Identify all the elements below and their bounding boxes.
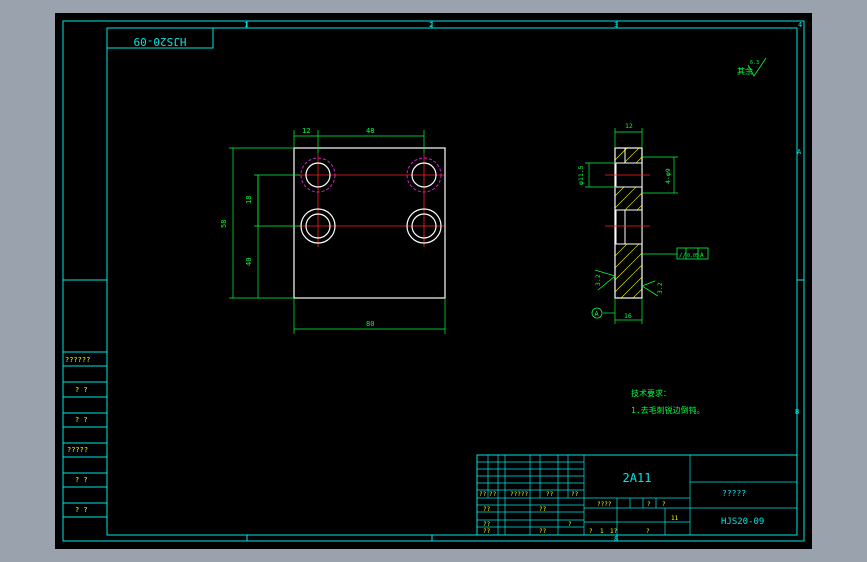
tb-r2-c3: ?? xyxy=(483,521,491,528)
stamp-4: ????? xyxy=(67,446,88,454)
drawing-sheet xyxy=(55,13,812,549)
dim-left-outer: 58 xyxy=(220,220,228,228)
dim-top-left: 12 xyxy=(302,127,310,135)
side-through-hole xyxy=(615,209,643,245)
side-dim-bottom: 16 xyxy=(624,312,632,320)
hole-top-right xyxy=(411,162,437,188)
counterbore-bottom-left xyxy=(300,208,336,244)
hole-bottom-right xyxy=(411,213,437,239)
title-block-frame xyxy=(476,454,798,536)
tb-r1-c4: ?? xyxy=(546,491,554,498)
corner-roughness-value: 6.3 xyxy=(750,60,759,66)
dim-top-span: 48 xyxy=(366,127,374,135)
zone-ticks xyxy=(63,21,804,541)
zone-mark-top-3: 3 xyxy=(614,21,618,29)
front-view: 12 48 58 40 18 80 xyxy=(220,127,446,334)
counterbore-bottom-right xyxy=(406,208,442,244)
stamp-2: ? ? xyxy=(75,386,88,394)
hole-bottom-left xyxy=(305,213,331,239)
tb-r1-c3: ????? xyxy=(510,491,528,498)
technical-notes: 技术要求： 1.去毛刺锐边倒钝。 xyxy=(631,388,705,415)
corner-roughness-label: 其余 xyxy=(737,66,753,76)
side-dim-counterbore: φ11.5 xyxy=(577,165,585,185)
tb-r3-c2: ?? xyxy=(539,528,547,535)
datum-label: A xyxy=(595,310,600,318)
zone-mark-top-2: 2 xyxy=(429,21,433,29)
thread-circle-top-right xyxy=(406,157,442,193)
notes-title: 技术要求： xyxy=(631,388,671,398)
side-rough-right: 3.2 xyxy=(656,282,664,294)
corner-roughness-symbol xyxy=(747,57,767,77)
side-rough-left: 3.2 xyxy=(594,274,602,286)
zone-mark-top-4: 4 xyxy=(798,21,802,29)
inner-border xyxy=(106,27,798,536)
tb-r1-c1: ?? xyxy=(479,491,487,498)
front-dimension-lines xyxy=(229,130,446,334)
tb-r2-c2: ?? xyxy=(539,506,547,513)
material-label: 2A11 xyxy=(623,471,652,485)
title-block-grid xyxy=(477,455,797,535)
zone-mark-right-b: B xyxy=(795,408,799,416)
notes-line1: 1.去毛刺锐边倒钝。 xyxy=(631,405,705,415)
side-dimension-lines xyxy=(585,128,678,324)
thread-circle-top-left xyxy=(300,157,336,193)
dim-left-mid: 40 xyxy=(245,258,253,266)
centerlines xyxy=(297,153,444,247)
part-name: ????? xyxy=(722,489,746,498)
hole-top-left xyxy=(305,162,331,188)
tol-value: 0.05 xyxy=(687,253,699,259)
tb-r1-c2: ?? xyxy=(489,491,497,498)
plate-outline xyxy=(293,147,446,299)
tb-r2-c4: ? xyxy=(568,521,572,528)
datum-circle xyxy=(591,307,603,319)
stamp-3: ? ? xyxy=(75,416,88,424)
tb-r1-c5: ?? xyxy=(571,491,579,498)
zone-mark-right-a: A xyxy=(797,148,802,156)
corner-roughness: 其余 6.3 xyxy=(737,57,767,77)
zone-mark-top-1: 1 xyxy=(244,21,248,29)
roughness-symbols xyxy=(594,269,659,297)
zone-mark-bottom: 8 xyxy=(614,535,618,543)
drawing-number: HJS20-09 xyxy=(721,517,764,527)
side-view: 12 φ11.5 4-φ9 16 3.2 3.2 A // 0.05 A xyxy=(577,122,709,324)
side-dim-hole: 4-φ9 xyxy=(664,168,672,184)
tb-r3-c5: 1? xyxy=(610,528,618,535)
tol-symbol: // xyxy=(679,252,687,259)
tolerance-frame xyxy=(676,247,709,260)
tb-r3-c4: 1 xyxy=(600,528,604,535)
side-dim-top: 12 xyxy=(625,122,633,130)
tb-r2-c1: ?? xyxy=(483,506,491,513)
outer-border xyxy=(62,20,805,542)
left-stamp-grid xyxy=(63,351,107,518)
title-block: ?? ?? ????? ?? ?? ?? ?? ?? ? ?? ?? ? 1 1… xyxy=(476,454,798,536)
side-centerlines xyxy=(605,174,650,227)
stamp-1: ?????? xyxy=(65,356,90,364)
tb-small-1: ???? xyxy=(597,501,612,508)
tb-small-3: ? xyxy=(662,501,666,508)
dim-left-inner: 18 xyxy=(245,196,253,204)
tb-r3-c3: ? xyxy=(589,528,593,535)
dim-bottom-width: 80 xyxy=(366,320,374,328)
stamp-5: ? ? xyxy=(75,476,88,484)
tol-datum: A xyxy=(700,252,704,259)
stamp-6: ? ? xyxy=(75,506,88,514)
tb-count: 11 xyxy=(671,515,679,522)
tb-r3-c6: ? xyxy=(646,528,650,535)
tb-small-2: ? xyxy=(647,501,651,508)
tb-r3-c1: ?? xyxy=(483,528,491,535)
code-box xyxy=(107,28,214,49)
code-box-label: HJS20-09 xyxy=(134,35,187,48)
